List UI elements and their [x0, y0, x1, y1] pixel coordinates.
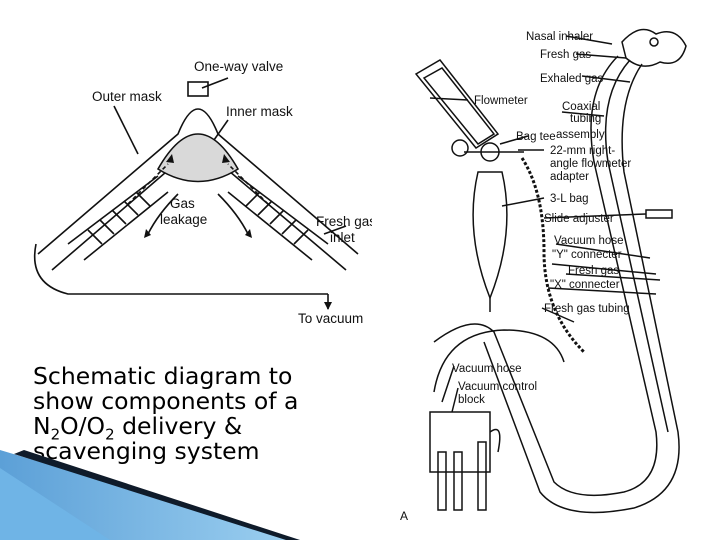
label-flowmeter: Flowmeter	[474, 95, 528, 107]
label-adapter-line-1: 22-mm right-	[550, 145, 615, 157]
caption-o-slash-o: O/O	[60, 412, 106, 440]
label-to-vacuum: To vacuum	[298, 311, 363, 326]
label-slide-adjuster: Slide adjuster	[544, 213, 614, 225]
label-adapter-line-3: adapter	[550, 171, 589, 183]
label-fresh-gas-top: Fresh gas	[540, 49, 591, 61]
label-coaxial: Coaxial	[562, 101, 600, 113]
caption-n: N	[33, 412, 51, 440]
label-3l-bag: 3-L bag	[550, 193, 589, 205]
label-bag-tee: Bag tee	[516, 131, 556, 143]
label-x-connecter: "X" connecter	[550, 279, 620, 291]
label-nasal-inhaler: Nasal inhaler	[526, 31, 593, 43]
caption-line-2: show components of a	[33, 387, 299, 415]
diagram-caption: Schematic diagram to show components of …	[33, 364, 363, 464]
label-vacuum-hose-top: Vacuum hose	[554, 235, 623, 247]
mask-schematic-diagram: One-way valve Outer mask Inner mask Gas …	[34, 59, 372, 326]
label-y-connecter: "Y" connecter	[552, 249, 622, 261]
label-fresh-gas-mid: Fresh gas	[568, 265, 619, 277]
label-assembly: assembly	[556, 129, 605, 141]
delivery-system-diagram: Nasal inhaler Fresh gas Exhaled gas Flow…	[400, 28, 687, 523]
caption-line-1: Schematic diagram to	[33, 362, 293, 390]
label-figure-letter: A	[400, 509, 408, 523]
label-inlet: inlet	[330, 230, 355, 245]
label-vacuum-control-1: Vacuum control	[458, 381, 537, 393]
corner-decoration	[0, 450, 300, 540]
label-fresh-gas: Fresh gas	[316, 214, 372, 229]
label-exhaled-gas: Exhaled gas	[540, 73, 604, 85]
caption-sub-1: 2	[50, 425, 61, 444]
caption-line-3: N2O/O2 delivery &	[33, 412, 363, 443]
label-gas: Gas	[170, 196, 195, 211]
label-one-way-valve: One-way valve	[194, 59, 283, 74]
caption-line-4: scavenging system	[33, 437, 260, 465]
label-adapter-line-2: angle flowmeter	[550, 158, 631, 170]
label-outer-mask: Outer mask	[92, 89, 162, 104]
label-inner-mask: Inner mask	[226, 104, 293, 119]
label-vacuum-hose-bottom: Vacuum hose	[452, 363, 521, 375]
label-fresh-gas-tubing: Fresh gas tubing	[544, 303, 630, 315]
caption-line-3-rest: delivery &	[114, 412, 243, 440]
label-leakage: leakage	[160, 212, 207, 227]
label-tubing: tubing	[570, 113, 601, 125]
label-vacuum-control-2: block	[458, 394, 485, 406]
caption-sub-2: 2	[105, 425, 115, 444]
